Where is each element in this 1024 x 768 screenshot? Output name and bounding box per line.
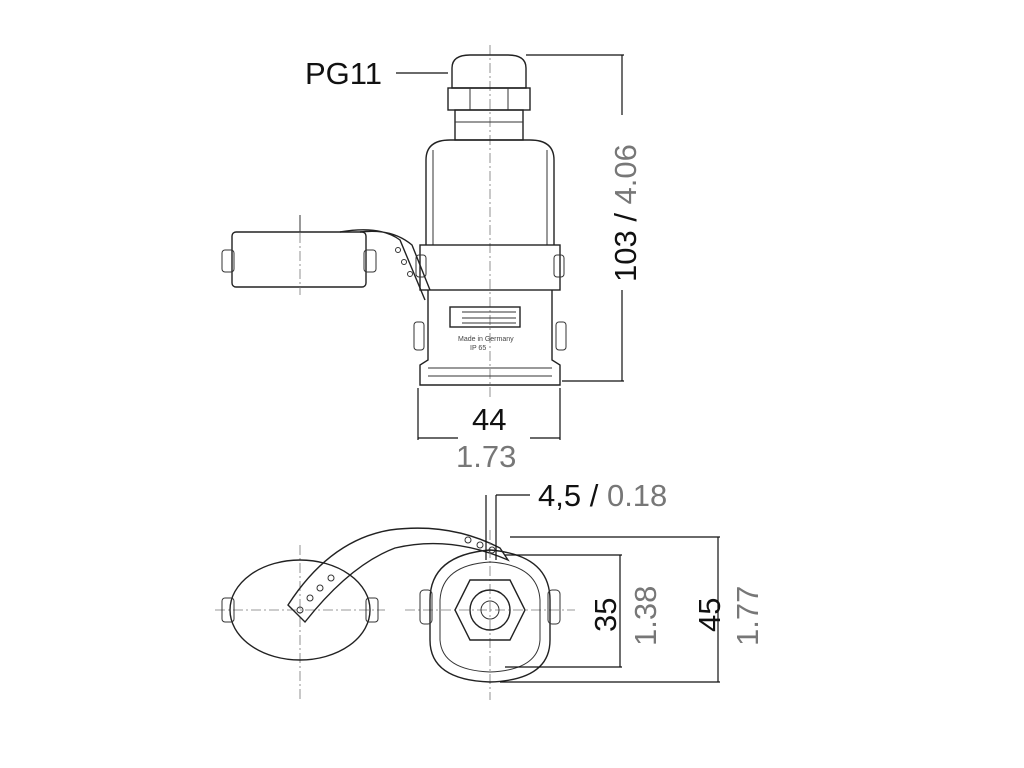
manufacturer-logo — [449, 306, 521, 328]
cable-gland-cap — [451, 54, 527, 89]
ip-rating-label: IP 65 — [470, 345, 486, 352]
gland-label: PG11 — [305, 56, 382, 91]
strap-top — [287, 527, 510, 624]
width-in: 1.73 — [456, 439, 516, 474]
hood — [419, 290, 561, 386]
top-view — [215, 527, 575, 700]
width-mm: 44 — [472, 402, 506, 437]
side-view: Made in Germany IP 65 — [221, 45, 567, 400]
gland-hex — [454, 579, 526, 641]
retaining-strap — [339, 229, 431, 301]
connector-top — [429, 549, 551, 683]
inner-depth-in: 1.38 — [628, 586, 663, 646]
cap-top — [229, 559, 371, 661]
protective-cap — [231, 231, 367, 288]
outer-depth-in: 1.77 — [730, 586, 765, 646]
made-in-label: Made in Germany — [458, 336, 514, 343]
gland-thread — [454, 109, 524, 141]
housing-body — [425, 139, 555, 245]
gland-nut — [447, 87, 531, 111]
outer-depth-mm: 45 — [692, 598, 727, 632]
locking-band — [419, 244, 561, 291]
height-dimension: 103 / 4.06 — [608, 144, 643, 282]
inner-depth-mm: 35 — [588, 598, 623, 632]
hole-dimension: 4,5 / 0.18 — [538, 478, 667, 513]
